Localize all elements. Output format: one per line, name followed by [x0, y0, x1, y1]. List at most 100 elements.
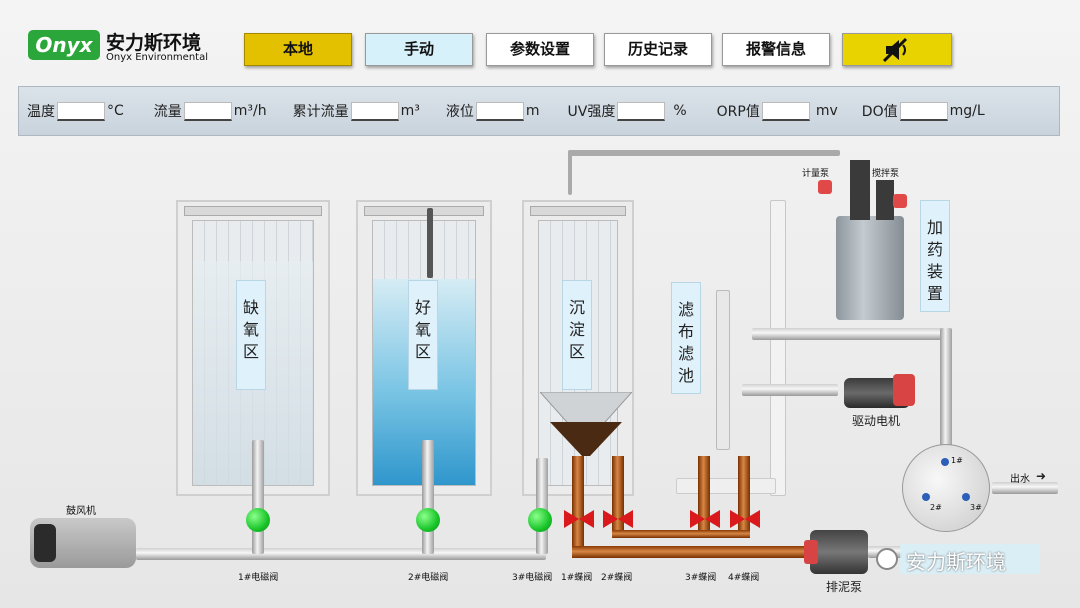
butterfly-valve-2-label: 2#蝶阀 — [601, 573, 633, 583]
status-label: UV强度 — [567, 104, 616, 120]
status-level: 液位 m — [446, 101, 540, 121]
arrow-right-icon: ➜ — [1036, 469, 1047, 483]
status-bar: 温度 °C 流量 m³/h 累计流量 m³ 液位 m UV强度 % ORP值 m… — [18, 86, 1060, 136]
metering-pump-body — [850, 160, 870, 220]
butterfly-valve-4-label: 4#蝶阀 — [728, 573, 760, 583]
air-riser-3 — [536, 458, 548, 554]
tank-rim — [530, 206, 626, 216]
air-header-pipe — [136, 548, 546, 560]
manual-button[interactable]: 手动 — [365, 33, 473, 66]
mixer-pump-motor — [893, 194, 907, 208]
butterfly-valve-3-label: 3#蝶阀 — [685, 573, 717, 583]
flow-field — [183, 101, 232, 121]
status-do: DO值 mg/L — [862, 101, 985, 121]
speaker-muted-icon — [882, 37, 908, 63]
status-unit: °C — [107, 103, 124, 119]
watermark-backdrop — [900, 544, 1040, 574]
solenoid-valve-2[interactable] — [416, 508, 440, 532]
air-riser-2 — [422, 440, 434, 554]
brand-name-cn: 安力斯环境 — [106, 32, 202, 54]
metering-pump-motor — [818, 180, 832, 194]
status-temperature: 温度 °C — [27, 101, 124, 121]
dosing-tank — [836, 216, 904, 320]
dosing-line-drop — [568, 150, 572, 195]
blower-label: 鼓风机 — [66, 506, 96, 517]
mixer-pump-body — [876, 180, 894, 220]
status-orp: ORP值 mv — [717, 101, 838, 121]
uv-field — [617, 101, 666, 121]
sludge-header — [572, 546, 812, 558]
solenoid-valve-3[interactable] — [528, 508, 552, 532]
outlet-pipe-down — [940, 328, 952, 454]
status-unit: % — [673, 103, 687, 119]
frame-base — [676, 478, 776, 494]
status-unit: m — [525, 103, 540, 119]
air-riser-1 — [252, 440, 264, 554]
local-button[interactable]: 本地 — [244, 33, 352, 66]
solenoid-valve-1-label: 1#电磁阀 — [238, 573, 279, 583]
disc-hole-1 — [941, 458, 949, 466]
solenoid-valve-1[interactable] — [246, 508, 270, 532]
history-button[interactable]: 历史记录 — [604, 33, 712, 66]
disc-label-2: 2# — [930, 503, 942, 512]
watermark-text: 安力斯环境 — [906, 550, 1006, 574]
solenoid-valve-3-label: 3#电磁阀 — [512, 573, 553, 583]
butterfly-valve-1-label: 1#蝶阀 — [561, 573, 593, 583]
tank-rim — [184, 206, 322, 216]
mute-button[interactable] — [842, 33, 952, 66]
status-flow: 流量 m³/h — [154, 101, 267, 121]
disc-label-1: 1# — [951, 456, 963, 465]
blower-motor — [34, 524, 56, 562]
outlet-label: 出水 — [1010, 474, 1030, 485]
status-uv: UV强度 % — [568, 101, 687, 121]
aeration-pipe — [427, 208, 433, 278]
cloth-filter-label: 滤 布 滤 池 — [671, 282, 701, 394]
outlet-pipe — [992, 482, 1058, 494]
dosing-label: 加 药 装 置 — [920, 200, 950, 312]
total-flow-field — [350, 101, 399, 121]
anoxic-label: 缺 氧 区 — [236, 280, 266, 390]
wechat-icon — [876, 548, 898, 570]
status-unit: mg/L — [949, 103, 985, 119]
status-label: 温度 — [27, 104, 55, 120]
butterfly-valve-4[interactable] — [728, 508, 762, 530]
temperature-field — [57, 101, 105, 121]
cloth-filter-column — [716, 290, 730, 450]
level-field — [475, 101, 524, 121]
tank-rim — [364, 206, 484, 216]
butterfly-valve-3[interactable] — [688, 508, 722, 530]
alarm-button[interactable]: 报警信息 — [722, 33, 830, 66]
drive-motor-cap — [893, 374, 915, 406]
params-button[interactable]: 参数设置 — [486, 33, 594, 66]
disc-label-3: 3# — [970, 503, 982, 512]
metering-pump-label: 计量泵 — [802, 169, 830, 179]
do-field — [899, 101, 948, 121]
sludge-pump-body[interactable] — [810, 530, 868, 574]
sludge-pipe-1 — [572, 456, 584, 556]
dosing-line — [568, 150, 840, 156]
status-unit: m³ — [400, 103, 420, 119]
sludge-pipe-3 — [698, 456, 710, 536]
disc-hole-3 — [962, 493, 970, 501]
sludge-pump-label: 排泥泵 — [826, 580, 863, 594]
drive-pipe — [742, 384, 838, 396]
brand-logo: Onyx — [28, 30, 100, 60]
status-label: DO值 — [861, 104, 898, 120]
solenoid-valve-2-label: 2#电磁阀 — [408, 573, 449, 583]
status-label: 液位 — [445, 104, 474, 120]
sludge-pump-cap — [804, 540, 818, 564]
butterfly-valve-2[interactable] — [601, 508, 635, 530]
frame-post — [770, 200, 786, 496]
disc-hole-2 — [922, 493, 930, 501]
status-total-flow: 累计流量 m³ — [293, 101, 420, 121]
sludge-header-upper — [612, 530, 750, 538]
aerobic-label: 好 氧 区 — [408, 280, 438, 390]
mixer-pump-label: 搅拌泵 — [872, 169, 900, 179]
settling-hopper — [540, 392, 632, 456]
butterfly-valve-1[interactable] — [562, 508, 596, 530]
brand-name-en: Onyx Environmental — [106, 52, 208, 63]
status-unit: m³/h — [233, 103, 267, 119]
outlet-pipe-top — [752, 328, 952, 340]
drive-motor-label: 驱动电机 — [852, 414, 901, 428]
orp-field — [761, 101, 810, 121]
